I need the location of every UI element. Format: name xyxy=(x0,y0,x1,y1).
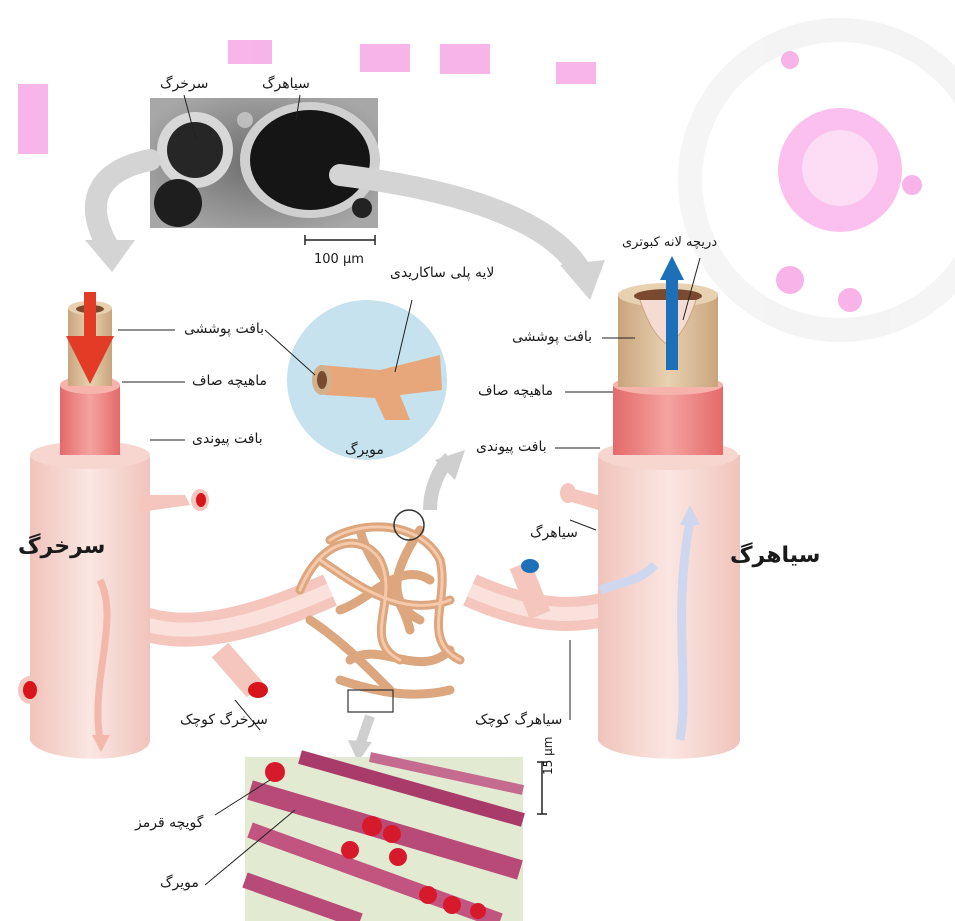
arrow-to-histology xyxy=(360,716,370,745)
sem-micrograph xyxy=(150,98,380,228)
artery-illustration xyxy=(18,292,209,759)
artery-inner-label: بافت پوششی xyxy=(184,322,264,336)
arrow-to-artery xyxy=(96,160,150,250)
basement-label: لایه پلی ساکاریدی xyxy=(390,266,494,280)
artery-title: سرخرگ xyxy=(18,536,105,558)
vein-title: سیاهرگ xyxy=(730,545,820,567)
vein-inner-label: بافت پوششی xyxy=(512,330,592,344)
vein-middle-label: ماهیچه صاف xyxy=(478,384,553,398)
arrow-to-vein-head xyxy=(560,260,605,300)
vein-outer-label: بافت پیوندی xyxy=(476,440,547,454)
histology-scale-label: 15 µm xyxy=(542,737,554,775)
sem-vein-label: سیاهرگ xyxy=(262,77,310,91)
artery-outer-label: بافت پیوندی xyxy=(192,432,263,446)
arteriole-label: سرخرگ کوچک xyxy=(180,713,268,727)
histology-micrograph xyxy=(245,757,523,921)
vein-valve-label: دریچه لانه کبوتری xyxy=(622,236,717,249)
rbc-label: گویچه قرمز xyxy=(135,816,203,830)
inset-capillary-label: مویرگ xyxy=(345,443,384,457)
scale-bar-100um xyxy=(305,235,375,245)
capillary-inset xyxy=(287,300,447,460)
venule-label: سیاهرگ کوچک xyxy=(475,713,562,727)
sem-artery-label: سرخرگ xyxy=(160,77,208,91)
artery-middle-label: ماهیچه صاف xyxy=(192,374,267,388)
histology-capillary-label: مویرگ xyxy=(160,876,199,890)
arrow-to-artery-head xyxy=(85,240,135,272)
sem-scale-label: 100 µm xyxy=(314,253,364,266)
vein-branch-label: سیاهرگ xyxy=(530,526,578,540)
